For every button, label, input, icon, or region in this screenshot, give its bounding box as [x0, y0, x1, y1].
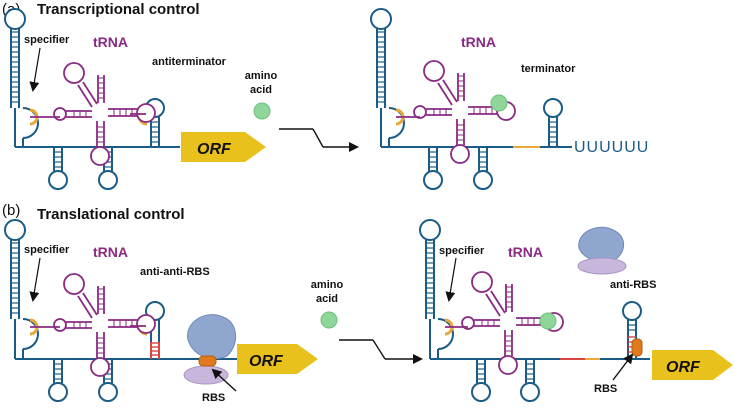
orf-arrow-b-left [237, 344, 318, 374]
rbs-label-left: RBS [202, 392, 225, 404]
poly-u-tract: UUUUUU [574, 139, 649, 156]
trna-label-b-right: tRNA [508, 244, 543, 260]
panel-a-right-construct: tRNA terminator UUUUUU [370, 8, 649, 190]
panel-a-title: Transcriptional control [37, 1, 200, 18]
free-ribosome-large [578, 226, 625, 262]
rbs-marker [198, 355, 217, 367]
orf-arrow [181, 132, 266, 162]
orf-label-b-left: ORF [249, 353, 284, 370]
antiterminator-label: antiterminator [152, 56, 227, 68]
panel-b-transition: amino acid [311, 279, 423, 364]
amino-acid-label-line2: acid [250, 84, 272, 96]
amino-acid-icon [253, 102, 271, 120]
terminator-label: terminator [521, 63, 576, 75]
amino-acid-label-b-line2: acid [316, 293, 338, 305]
orf-label-b-right: ORF [666, 359, 701, 376]
anti-rbs-label: anti-RBS [610, 279, 656, 291]
amino-acid-icon-b [320, 311, 338, 329]
specifier-label-b-left: specifier [24, 244, 70, 256]
specifier-label-b-right: specifier [439, 245, 485, 257]
rbs-label-right: RBS [594, 383, 617, 395]
panel-a-transition: amino acid [245, 70, 359, 152]
anti-anti-rbs-label: anti-anti-RBS [140, 266, 210, 278]
bound-amino-acid [490, 94, 508, 112]
ribosome-large-subunit [187, 314, 236, 360]
free-ribosome-small [577, 257, 627, 275]
rbs-marker-right [631, 338, 643, 357]
panel-b-right-construct: ORF specifier tRNA anti-RBS RBS [419, 219, 733, 402]
specifier-label: specifier [24, 34, 70, 46]
panel-a: (a) Transcriptional control ORF specifie… [2, 1, 649, 190]
amino-acid-label-b-line1: amino [311, 279, 344, 291]
trna-label: tRNA [93, 34, 128, 50]
panel-b-letter: (b) [2, 202, 20, 219]
trna-label-right: tRNA [461, 34, 496, 50]
bound-amino-acid-b [539, 312, 557, 330]
orf-label: ORF [197, 141, 232, 158]
panel-b-title: Translational control [37, 206, 185, 223]
trna-label-b-left: tRNA [93, 244, 128, 260]
orf-arrow-b-right [652, 350, 733, 380]
panel-b-left-construct: ORF RBS specifier tRNA anti-anti-RBS [4, 219, 318, 404]
panel-b: (b) Translational control [2, 202, 733, 404]
panel-a-left-construct: ORF specifier tRNA antiterminator [4, 8, 266, 190]
ribosome-small-subunit [183, 365, 229, 385]
amino-acid-label-line1: amino [245, 70, 278, 82]
